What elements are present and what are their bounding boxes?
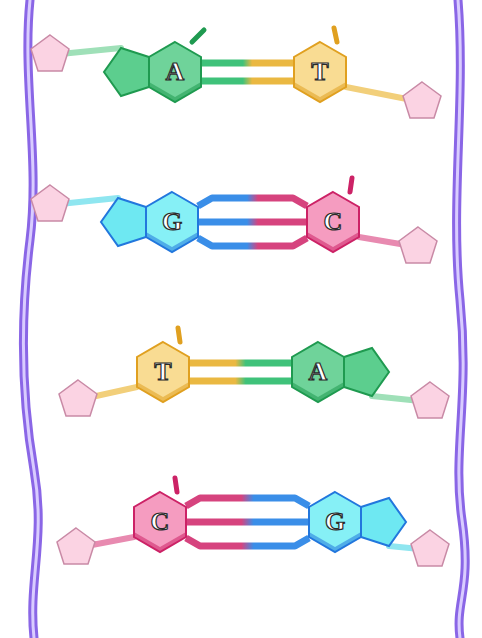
base-letter: C: [151, 509, 170, 535]
sugar-pentagon: [57, 528, 95, 564]
hexagon-face: [146, 192, 198, 252]
base-letter: C: [324, 209, 343, 235]
hexagon-face: [134, 492, 186, 552]
base-hexagon: A: [149, 42, 201, 102]
base-letter: T: [154, 359, 171, 385]
side-group: [350, 178, 352, 192]
base-hexagon: G: [146, 192, 198, 252]
hydrogen-bond: [198, 238, 307, 246]
hexagon-shade: [149, 82, 201, 102]
base-hexagon: T: [137, 342, 189, 402]
backbone-highlight: [457, 0, 466, 638]
backbone-strand: [457, 0, 466, 638]
hexagon-shade: [137, 382, 189, 402]
hydrogen-bond: [198, 198, 307, 206]
sugar-pentagon: [403, 82, 441, 118]
purine-ring: [101, 198, 146, 246]
hexagon-face: [149, 42, 201, 102]
hydrogen-bond: [189, 378, 292, 385]
sugar-pentagon: [411, 382, 449, 418]
base-letter: G: [162, 209, 182, 235]
purine-ring: [361, 498, 406, 546]
base-letter: T: [311, 59, 328, 85]
hexagon-shade: [309, 532, 361, 552]
sugar-pentagon: [411, 530, 449, 566]
side-group: [175, 478, 177, 492]
hydrogen-bond: [198, 219, 307, 226]
backbone-highlight: [24, 0, 39, 638]
hexagon-face: [309, 492, 361, 552]
purine-ring: [104, 48, 149, 96]
hexagon-shade: [294, 82, 346, 102]
base-hexagon: T: [294, 42, 346, 102]
hydrogen-bond: [186, 538, 309, 546]
sugar-pentagon: [399, 227, 437, 263]
side-group: [178, 328, 180, 342]
hexagon-shade: [146, 232, 198, 252]
sugar-pentagon: [59, 380, 97, 416]
side-group: [334, 28, 337, 42]
purine-rings: [101, 48, 406, 546]
hexagon-face: [307, 192, 359, 252]
side-group: [192, 30, 204, 42]
hexagon-face: [292, 342, 344, 402]
base-hexagon: A: [292, 342, 344, 402]
hydrogen-bond: [201, 60, 294, 67]
sugar-links: [50, 48, 430, 550]
sugar-pentagon: [31, 35, 69, 71]
hexagon-face: [137, 342, 189, 402]
purine-ring: [344, 348, 389, 396]
base-hexagon: C: [134, 492, 186, 552]
hydrogen-bond: [189, 360, 292, 367]
hydrogen-bond: [186, 498, 309, 506]
hydrogen-bond: [186, 519, 309, 526]
base-hexagon: C: [307, 192, 359, 252]
base-letter: A: [166, 59, 185, 85]
backbone-strand: [24, 0, 39, 638]
sugar-pentagon: [31, 185, 69, 221]
hexagon-face: [294, 42, 346, 102]
hexagon-shade: [134, 532, 186, 552]
base-letter: A: [309, 359, 328, 385]
backbone: [24, 0, 466, 638]
hexagon-shade: [307, 232, 359, 252]
hexagon-shade: [292, 382, 344, 402]
hydrogen-bond: [201, 78, 294, 85]
sugars: [31, 35, 449, 566]
base-letter: G: [325, 509, 345, 535]
base-hexagon: G: [309, 492, 361, 552]
side-groups: [175, 28, 352, 492]
